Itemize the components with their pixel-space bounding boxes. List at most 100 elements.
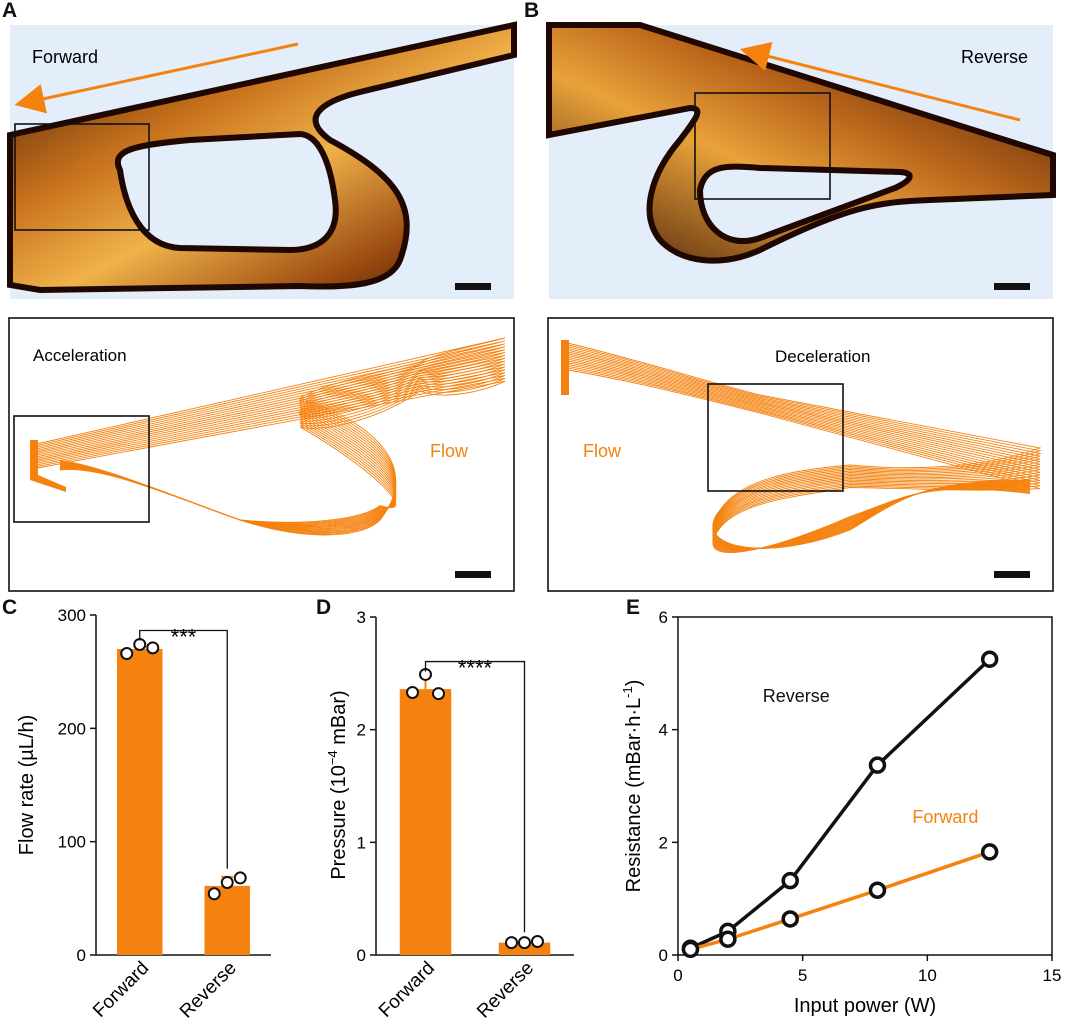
streamline-zoom-box-a: [13, 415, 150, 523]
streamline-b: [562, 355, 1041, 550]
streamline-bundle-a: [30, 337, 506, 536]
streamline-a: [31, 380, 506, 523]
zoom-box-b: [694, 92, 831, 200]
zoom-box-a: [14, 123, 150, 231]
y-tick-label: 0: [357, 946, 366, 965]
y-tick-label: 1: [357, 833, 366, 852]
series-point-reverse: [781, 871, 799, 890]
series-label-reverse: Reverse: [763, 686, 830, 706]
y-tick-label: 200: [58, 719, 86, 738]
y-tick-label: 100: [58, 833, 86, 852]
streamline-b: [562, 354, 1041, 550]
streamline-b: [562, 352, 1041, 550]
streamline-b: [562, 346, 1041, 549]
data-point: [207, 887, 221, 901]
y-tick-label: 3: [357, 608, 366, 627]
panel-a-direction-label: Forward: [32, 47, 98, 67]
series-point-forward: [781, 910, 799, 928]
x-tick-label: 5: [798, 966, 807, 985]
panel-letter-c: C: [2, 596, 18, 619]
streamline-b: [562, 366, 1041, 553]
significance-stars: ***: [171, 624, 197, 649]
streamline-b: [562, 343, 1042, 549]
data-point: [146, 641, 160, 655]
y-tick-label: 0: [659, 946, 668, 965]
category-label: Forward: [89, 958, 153, 1022]
panel-letter-a: A: [2, 0, 18, 22]
scale-bar-a-streamline: [455, 571, 491, 578]
panel-a-flow-label: Flow: [430, 441, 469, 461]
significance-bracket: [424, 660, 526, 933]
category-label: Forward: [375, 958, 439, 1022]
data-point: [406, 685, 419, 699]
data-point: [233, 871, 247, 885]
x-tick-label: 10: [918, 966, 937, 985]
panel-b-flow-label: Flow: [583, 441, 622, 461]
series-point-reverse: [868, 756, 887, 774]
streamline-b: [562, 341, 1042, 549]
panel-b-streamline-label: Deceleration: [775, 347, 870, 366]
streamline-b: [562, 350, 1041, 549]
panel-letter-e: E: [626, 596, 641, 619]
significance-stars: ****: [458, 656, 493, 681]
y-axis-label: Pressure (10−4 mBar): [325, 690, 350, 879]
significance-bracket: [139, 629, 228, 869]
scale-bar-a: [455, 283, 491, 290]
category-label: Reverse: [176, 958, 241, 1023]
series-point-forward: [719, 930, 737, 948]
panel-a-streamline-label: Acceleration: [33, 346, 127, 365]
panel-b-micrograph: Reverse: [546, 22, 1056, 299]
streamline-b: [562, 364, 1041, 552]
data-point: [220, 875, 234, 889]
streamline-zoom-box-b: [707, 383, 844, 492]
y-tick-label: 0: [77, 946, 86, 965]
x-tick-label: 0: [673, 966, 682, 985]
series-label-forward: Forward: [912, 807, 978, 827]
panel-b-streamlines: Deceleration Flow: [547, 317, 1054, 592]
streamline-inlet-b: [561, 340, 569, 395]
panel-a-streamlines: Acceleration Flow: [8, 317, 515, 592]
series-point-forward: [980, 843, 999, 861]
tissue-channel-b: [546, 22, 1056, 264]
bar-forward: [399, 689, 452, 955]
data-point: [518, 936, 531, 950]
y-tick-label: 4: [659, 721, 668, 740]
data-point: [531, 934, 544, 948]
plot-frame: [677, 616, 1053, 956]
panel-letter-b: B: [524, 0, 540, 22]
data-point: [505, 936, 518, 950]
streamline-b: [562, 361, 1041, 551]
y-tick-label: 2: [357, 721, 366, 740]
series-point-forward: [681, 940, 700, 959]
y-axis-label: Resistance (mBar·h·L-1): [620, 680, 645, 893]
streamline-b: [562, 345, 1042, 549]
streamline-frame-b: [547, 317, 1054, 592]
streamline-inlet-a: [30, 440, 66, 492]
flow-arrow-a: [14, 42, 299, 114]
bar-forward: [117, 649, 163, 955]
series-point-forward: [868, 881, 887, 899]
y-tick-label: 6: [659, 608, 668, 627]
streamline-b: [562, 359, 1041, 551]
flow-arrow-b: [739, 41, 1021, 122]
x-tick-label: 15: [1043, 966, 1062, 985]
y-tick-label: 2: [659, 833, 668, 852]
panel-a-micrograph: Forward: [7, 21, 517, 299]
data-point: [120, 647, 134, 661]
series-line-reverse: [689, 657, 991, 950]
scale-bar-b: [994, 283, 1030, 290]
panel-letter-d: D: [316, 596, 332, 619]
scale-bar-b-streamline: [994, 571, 1030, 578]
x-axis-label: Input power (W): [794, 995, 936, 1017]
streamline-b: [562, 348, 1041, 549]
data-point: [133, 637, 147, 651]
series-point-reverse: [980, 650, 999, 668]
y-tick-label: 300: [58, 606, 86, 625]
panel-b-direction-label: Reverse: [961, 47, 1028, 67]
streamline-b: [562, 368, 1041, 553]
y-axis-label: Flow rate (µL/h): [16, 715, 38, 855]
